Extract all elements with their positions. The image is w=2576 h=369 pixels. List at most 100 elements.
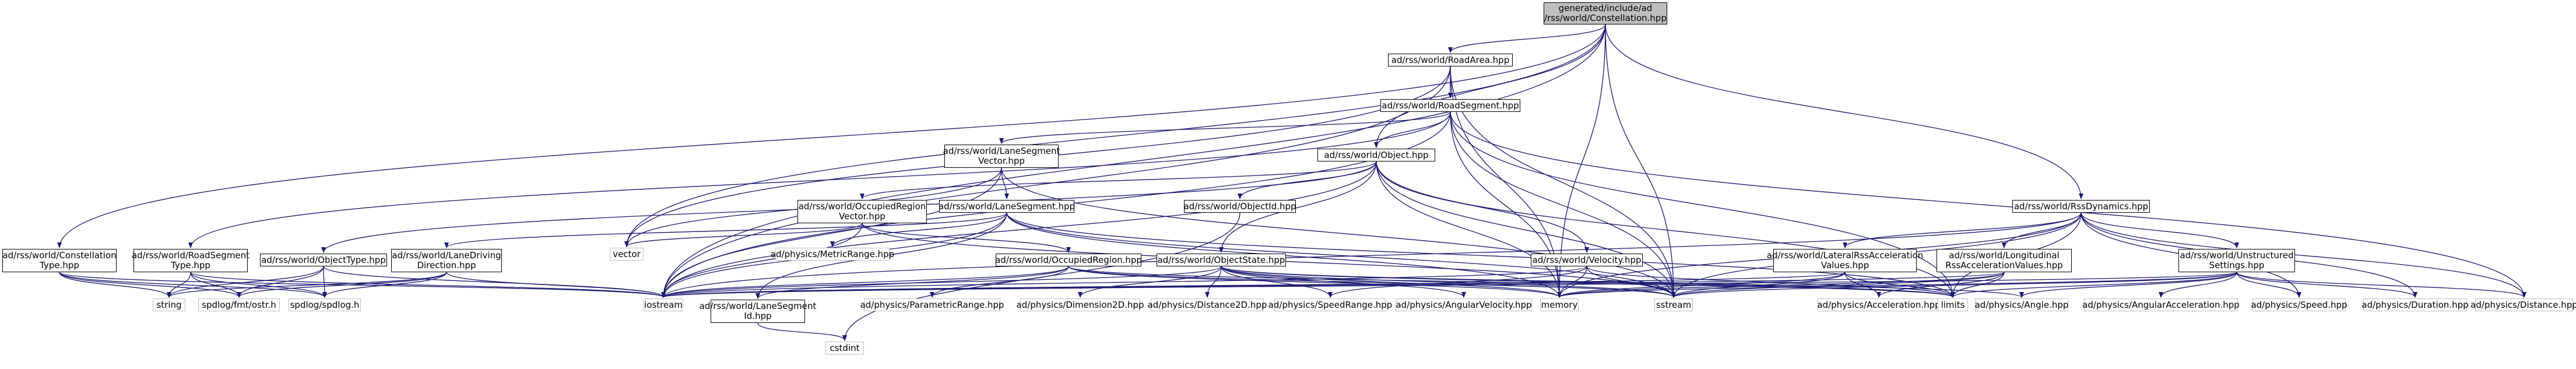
edge-lanesegmentvector-to-iostream [661, 167, 1002, 298]
node-dimension2d: ad/physics/Dimension2D.hpp [1017, 298, 1144, 311]
edge-root-to-memory [1557, 24, 1606, 298]
node-lanesegment[interactable]: ad/rss/world/LaneSegment.hpp [939, 200, 1075, 213]
edge-rssdynamics-to-distance [2081, 212, 2526, 298]
node-spdlog: spdlog/spdlog.h [289, 298, 361, 311]
edge-constellationtype-to-iostream [59, 272, 666, 298]
edge-objecttype-to-string [167, 266, 324, 298]
node-angularacceleration: ad/physics/AngularAcceleration.hpp [2082, 298, 2240, 311]
node-cstdint: cstdint [825, 342, 864, 354]
edge-objecttype-to-fmtostr [237, 266, 324, 298]
edge-lanesegmentvector-to-sstream [1001, 167, 1676, 298]
edge-lanesegment-to-lanedrivingdirection [444, 212, 1007, 248]
edge-velocity-to-speedrange [1328, 266, 1587, 298]
node-object[interactable]: ad/rss/world/Object.hpp [1317, 149, 1435, 161]
edge-unstructured-to-angularacceleration [2159, 272, 2237, 298]
node-lateral[interactable]: ad/rss/world/LateralRssAcceleration Valu… [1767, 249, 1923, 272]
edge-root-to-rssdynamics [1605, 24, 2083, 199]
edge-objectstate-to-memory [1221, 266, 1562, 298]
node-acceleration: ad/physics/Acceleration.hpp [1817, 298, 1941, 311]
edge-longitudinal-to-iostream [661, 272, 2005, 298]
edge-rssdynamics-to-longitudinal [2002, 212, 2082, 248]
edge-rssdynamics-to-unstructured [2081, 212, 2239, 248]
edge-unstructured-to-iostream [662, 272, 2237, 298]
edge-roadsegment-to-object [1374, 111, 1451, 148]
edge-occupiedregionvector-to-occupiedregion [862, 223, 1071, 253]
edge-lanedrivingdirection-to-spdlog [322, 272, 447, 298]
edge-objectstate-to-speedrange [1221, 266, 1333, 298]
edge-objectstate-to-angularvelocity [1221, 266, 1466, 298]
edge-occupiedregion-to-iostream [661, 266, 1069, 298]
edge-object-to-limits [1376, 161, 1955, 298]
node-duration: ad/physics/Duration.hpp [2361, 298, 2469, 311]
node-objectstate[interactable]: ad/rss/world/ObjectState.hpp [1157, 254, 1286, 266]
edge-object-to-objectid [1238, 161, 1377, 199]
node-unstructured[interactable]: ad/rss/world/Unstructured Settings.hpp [2178, 249, 2295, 272]
node-roadsegment[interactable]: ad/rss/world/RoadSegment.hpp [1380, 99, 1520, 112]
node-roadsegmenttype[interactable]: ad/rss/world/RoadSegment Type.hpp [132, 249, 249, 272]
node-root[interactable]: generated/include/ad /rss/world/Constell… [1544, 2, 1667, 24]
edge-objectstate-to-dimension2d [1078, 266, 1222, 298]
edge-lanedrivingdirection-to-string [167, 272, 447, 298]
node-lanedrivingdirection[interactable]: ad/rss/world/LaneDriving Direction.hpp [391, 249, 502, 272]
edge-root-to-iostream [661, 24, 1606, 298]
edge-objecttype-to-spdlog [322, 266, 327, 298]
edge-unstructured-to-limits [1951, 272, 2237, 298]
edge-objectstate-to-iostream [661, 266, 1222, 298]
edge-unstructured-to-speed [2236, 272, 2301, 298]
edge-roadsegmenttype-to-iostream [190, 272, 666, 298]
edge-objectstate-to-limits [1221, 266, 1955, 298]
node-occupiedregion[interactable]: ad/rss/world/OccupiedRegion.hpp [995, 254, 1142, 266]
edge-lanesegmentid-to-cstdint [757, 322, 847, 341]
edge-objectid-to-cstdint [842, 212, 1240, 341]
edge-longitudinal-to-memory [1557, 272, 2005, 298]
edge-object-to-velocity [1376, 161, 1589, 253]
edge-lanesegment-to-limits [1006, 212, 1955, 298]
node-lanesegmentvector[interactable]: ad/rss/world/LaneSegment Vector.hpp [943, 145, 1060, 168]
node-limits: limits [1938, 298, 1968, 311]
edge-object-to-occupiedregionvector [860, 161, 1377, 199]
edge-velocity-to-iostream [661, 266, 1587, 298]
node-objecttype[interactable]: ad/rss/world/ObjectType.hpp [260, 254, 387, 266]
node-angle: ad/physics/Angle.hpp [1975, 298, 2068, 311]
edge-roadsegment-to-lanesegmentvector [999, 111, 1451, 144]
edge-roadarea-to-memory [1450, 66, 1562, 298]
node-rssdynamics[interactable]: ad/rss/world/RssDynamics.hpp [2012, 200, 2150, 213]
edge-lanesegment-to-sstream [1006, 212, 1676, 298]
node-string: string [153, 298, 185, 311]
edge-roadsegmenttype-to-fmtostr [190, 272, 241, 298]
edge-constellationtype-to-fmtostr [59, 272, 241, 298]
edge-constellationtype-to-string [59, 272, 171, 298]
node-speedrange: ad/physics/SpeedRange.hpp [1268, 298, 1392, 311]
node-sstream: sstream [1654, 298, 1693, 311]
edge-occupiedregionvector-to-vector [624, 223, 863, 247]
edge-root-to-vector [624, 24, 1606, 247]
edge-rssdynamics-to-iostream [661, 212, 2082, 298]
edge-unstructured-to-distance [2236, 272, 2526, 298]
node-metricrange: ad/physics/MetricRange.hpp [771, 248, 894, 261]
node-distance: ad/physics/Distance.hpp [2470, 298, 2576, 311]
node-parametricrange: ad/physics/ParametricRange.hpp [860, 298, 1004, 311]
edge-root-to-constellationtype [57, 24, 1606, 248]
edge-object-to-iostream [661, 161, 1377, 298]
node-longitudinal[interactable]: ad/rss/world/Longitudinal RssAcceleratio… [1937, 249, 2072, 272]
edge-unstructured-to-sstream [1671, 272, 2237, 298]
node-constellationtype[interactable]: ad/rss/world/Constellation Type.hpp [2, 249, 117, 272]
node-lanesegmentid[interactable]: ad/rss/world/LaneSegment Id.hpp [700, 300, 816, 323]
edge-lateral-to-memory [1557, 272, 1846, 298]
edge-object-to-objectstate [1219, 161, 1377, 253]
node-iostream: iostream [644, 298, 683, 311]
node-speed: ad/physics/Speed.hpp [2251, 298, 2347, 311]
node-objectid[interactable]: ad/rss/world/ObjectId.hpp [1183, 200, 1296, 213]
node-occupiedregionvector[interactable]: ad/rss/world/OccupiedRegion Vector.hpp [797, 200, 927, 223]
edge-roadsegment-to-roadsegmenttype [188, 111, 1451, 248]
node-distance2d: ad/physics/Distance2D.hpp [1148, 298, 1267, 311]
node-velocity[interactable]: ad/rss/world/Velocity.hpp [1531, 254, 1643, 266]
edge-unstructured-to-angle [2019, 272, 2237, 298]
edge-objectstate-to-distance2d [1205, 266, 1222, 298]
node-roadarea[interactable]: ad/rss/world/RoadArea.hpp [1388, 54, 1513, 66]
edge-longitudinal-to-sstream [1671, 272, 2005, 298]
edge-roadsegmenttype-to-spdlog [190, 272, 327, 298]
node-fmtostr: spdlog/fmt/ostr.h [198, 298, 280, 311]
